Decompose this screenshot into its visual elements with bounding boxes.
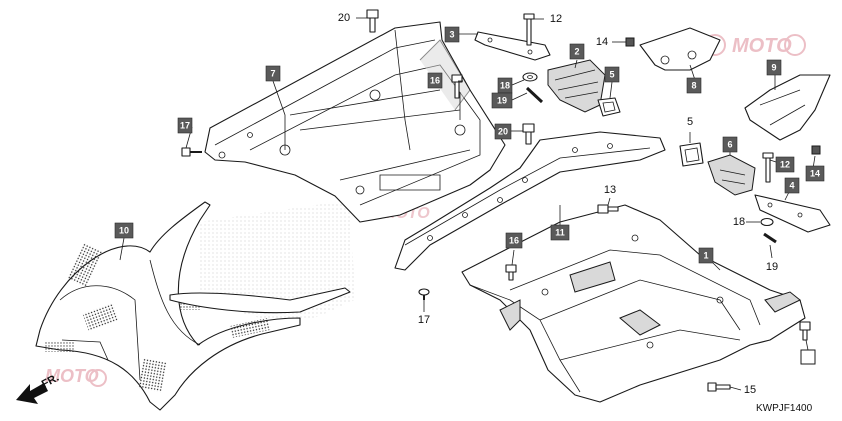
callout-box-2: 2: [569, 43, 585, 60]
callout-box-16-mid: 16: [505, 232, 523, 249]
boxed-callouts: 7 3 2 5 16 18 19 17 20 9 8 6 12 14 4 11 …: [114, 26, 825, 365]
part-6-cushion: [707, 154, 756, 196]
svg-text:2: 2: [574, 47, 579, 57]
svg-text:8: 8: [691, 81, 696, 91]
callout-20: 20: [338, 12, 350, 24]
part-18-washer-top: [522, 72, 538, 82]
part-20-bolt-mid: [522, 123, 535, 145]
callout-box-12: 12: [775, 156, 795, 173]
callout-box-19: 19: [491, 92, 513, 109]
svg-text:11: 11: [555, 228, 565, 238]
part-17-screw-bottom: [418, 288, 430, 300]
svg-text:4: 4: [789, 181, 794, 191]
watermark-text: MOTO: [732, 35, 792, 57]
svg-text:10: 10: [119, 226, 129, 236]
watermark-top-right: MOTO: [704, 34, 806, 57]
bolt-unlabeled: [799, 321, 811, 341]
callout-box-18: 18: [497, 77, 513, 94]
svg-text:5: 5: [609, 70, 614, 80]
callout-12: 12: [550, 13, 562, 25]
part-12-pin-top: [523, 13, 535, 46]
front-direction-arrow: FR.: [16, 372, 61, 404]
callout-box-20: 20: [494, 123, 512, 140]
callout-box-3: 3: [444, 26, 460, 43]
callout-box-empty: [800, 349, 816, 365]
callout-box-10: 10: [114, 222, 134, 239]
watermark-bottom-left: MOTO: [45, 366, 107, 387]
callout-box-6: 6: [722, 136, 738, 153]
part-10-front-cover: [35, 200, 355, 411]
svg-text:16: 16: [509, 236, 519, 246]
callout-15: 15: [744, 384, 756, 396]
part-5-grommet-top: [597, 97, 621, 117]
svg-text:19: 19: [497, 96, 507, 106]
part-4-bracket: [754, 194, 831, 233]
leader-lines: [119, 17, 816, 391]
callout-box-4: 4: [784, 177, 800, 194]
callout-box-9: 9: [766, 59, 782, 76]
svg-text:20: 20: [498, 127, 508, 137]
svg-text:18: 18: [500, 81, 510, 91]
part-1-under-tray: [461, 204, 806, 403]
part-12-pin-right: [762, 152, 774, 183]
part-15-bolt: [707, 382, 731, 392]
callout-box-1: 1: [698, 247, 714, 264]
diagram-code: KWPJF1400: [756, 403, 813, 414]
callout-19: 19: [766, 261, 778, 273]
callout-5: 5: [687, 116, 693, 128]
part-16-bolt-mid: [505, 264, 517, 281]
part-7-floor-panel: [204, 21, 506, 223]
callout-box-17: 17: [177, 117, 193, 134]
part-11-side-rail: [394, 131, 666, 271]
part-2-cushion: [547, 59, 606, 113]
svg-text:17: 17: [180, 121, 190, 131]
part-14-bolt-right: [811, 145, 821, 155]
callout-17: 17: [418, 314, 430, 326]
part-20-bolt-top: [366, 9, 379, 33]
part-8-rear-bracket: [639, 27, 721, 71]
part-19-pin-top: [525, 86, 544, 104]
callout-box-5: 5: [604, 66, 620, 83]
watermark-text: MOTO: [45, 366, 99, 386]
callout-14: 14: [596, 36, 608, 48]
callout-13: 13: [604, 184, 616, 196]
svg-text:7: 7: [270, 69, 275, 79]
part-13-bolt: [597, 204, 619, 214]
part-19-pin-right: [763, 232, 777, 244]
part-9-bracket: [744, 74, 831, 141]
callout-box-7: 7: [265, 65, 281, 82]
svg-text:9: 9: [771, 63, 776, 73]
svg-text:6: 6: [727, 140, 732, 150]
svg-text:3: 3: [449, 30, 454, 40]
part-5-grommet-right: [679, 142, 704, 167]
svg-text:12: 12: [780, 160, 790, 170]
svg-text:1: 1: [703, 251, 708, 261]
part-16-bolt-top: [451, 74, 463, 99]
svg-text:16: 16: [430, 76, 440, 86]
svg-text:14: 14: [810, 169, 820, 179]
callout-box-11: 11: [550, 224, 570, 241]
part-18-washer-right: [760, 217, 774, 227]
part-3-bracket: [474, 31, 551, 61]
callout-box-16-top: 16: [427, 72, 443, 89]
callout-box-14: 14: [805, 165, 825, 182]
callout-18: 18: [733, 216, 745, 228]
callout-box-8: 8: [686, 77, 702, 94]
plain-callouts: 20 12 14 5 13 18 19 17 15: [338, 12, 778, 396]
part-17-screw-left: [181, 147, 202, 157]
part-14-bolt-top: [625, 37, 635, 47]
